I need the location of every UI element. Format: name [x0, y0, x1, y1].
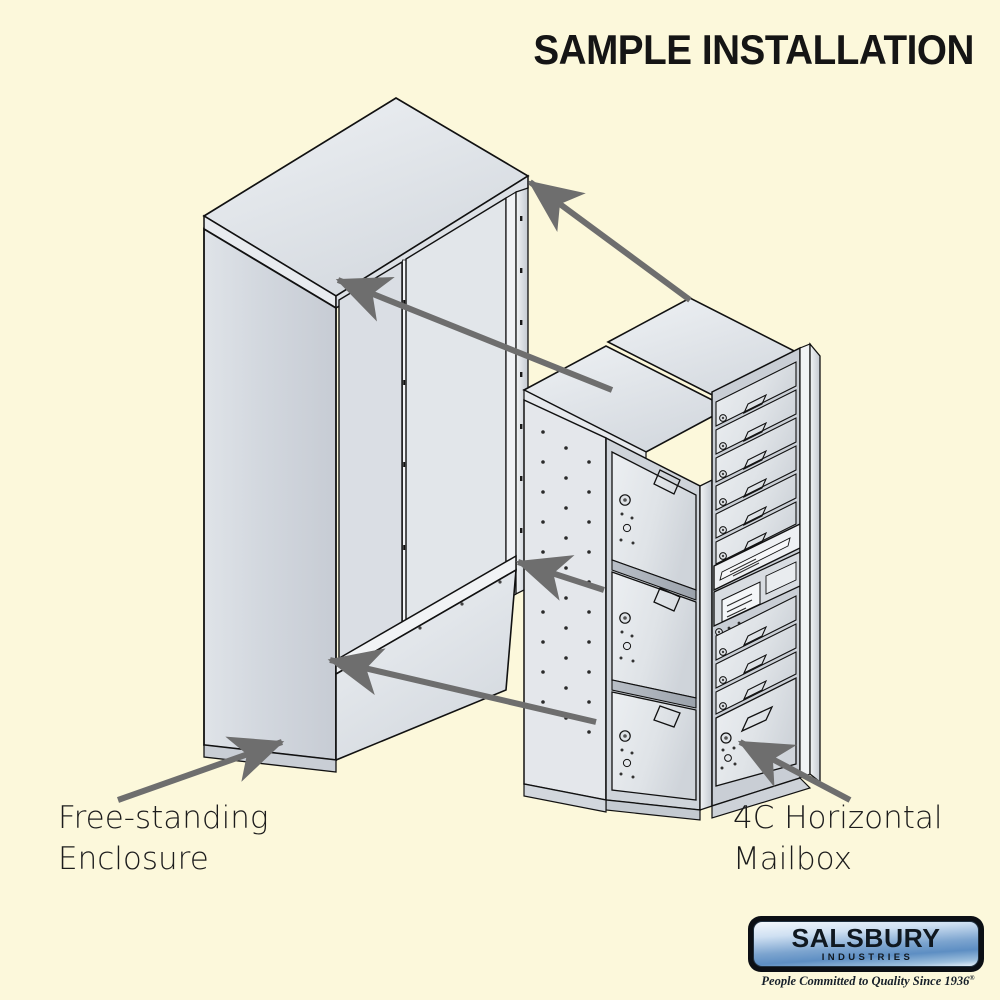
lock-icon[interactable] [721, 704, 725, 708]
tenant-door[interactable] [715, 473, 797, 539]
arrow-to-enclosure-shelf-left [327, 648, 597, 725]
mailbox-base-rail [711, 777, 812, 819]
lock-icon[interactable] [721, 444, 725, 448]
lock-icon[interactable] [721, 500, 725, 504]
tenant-door[interactable] [715, 651, 797, 715]
tenant-door[interactable] [715, 445, 797, 511]
mailbox-parcel-column [605, 436, 701, 811]
page-title: SAMPLE INSTALLATION [533, 26, 974, 73]
arrow-to-enclosure-shelf-right [515, 555, 605, 601]
arrow-to-enclosure-body [116, 736, 285, 803]
logo-tagline: People Committed to Quality Since 1936® [752, 974, 984, 989]
tenant-door[interactable] [715, 361, 797, 427]
label-window-icon [742, 505, 768, 527]
tenant-door[interactable] [715, 389, 797, 455]
mailbox-side-base [523, 783, 607, 813]
logo-brand-text: SALSBURY [791, 923, 941, 954]
lock-icon[interactable] [721, 528, 725, 532]
label-window-icon [653, 705, 681, 728]
tenant-door-bank-lower [715, 595, 797, 715]
parcel-locker-door-1[interactable] [611, 450, 697, 591]
parcel-locker-door-3[interactable] [611, 691, 697, 801]
lock-icon[interactable] [717, 630, 721, 634]
label-window-icon [742, 393, 768, 415]
arrow-to-enclosure-left-inner-post [335, 276, 614, 393]
door-rail [611, 559, 697, 601]
parcel-locker-door-2[interactable] [611, 571, 697, 699]
lock-assembly-1[interactable] [619, 494, 635, 545]
enclosure-left-panel [203, 227, 337, 762]
lock-assembly-3[interactable] [619, 730, 635, 779]
mailbox-right-trim [799, 342, 821, 784]
lock-icon[interactable] [721, 472, 725, 476]
logo-tagline-text: People Committed to Quality Since 1936 [761, 974, 970, 989]
lock-icon[interactable] [721, 678, 725, 682]
label-window-icon [742, 421, 768, 443]
mailbox-side-panel [523, 398, 607, 801]
label-window-icon [742, 449, 768, 471]
label-window-icon [742, 679, 768, 701]
lock-icon[interactable] [721, 554, 725, 558]
registered-mark: ® [969, 974, 975, 982]
arrow-to-mailbox-door [737, 739, 852, 803]
tenant-door-bank-upper [715, 361, 797, 565]
tenant-door[interactable] [715, 417, 797, 483]
lock-icon[interactable] [721, 650, 725, 654]
label-window-icon [742, 477, 768, 499]
label-window-icon [653, 587, 681, 612]
caption-free-standing-enclosure: Free-standing Enclosure [58, 800, 269, 878]
mailbox-tenant-column [711, 346, 801, 808]
label-window-icon [742, 625, 768, 647]
free-standing-enclosure [202, 97, 530, 773]
label-window-icon [653, 469, 681, 495]
label-window-icon [742, 653, 768, 675]
secondary-placard [765, 561, 797, 595]
logo-plate: SALSBURY INDUSTRIES [748, 916, 984, 972]
lock-assembly-2[interactable] [619, 612, 635, 663]
caption-4c-horizontal-mailbox: 4C Horizontal Mailbox [733, 800, 943, 878]
logo-badge: SALSBURY INDUSTRIES [753, 921, 979, 967]
name-placard [721, 581, 761, 623]
salsbury-industries-logo: SALSBURY INDUSTRIES People Committed to … [748, 916, 984, 990]
arrow-to-enclosure-top-right-post [528, 179, 692, 303]
lock-assembly-4[interactable] [720, 732, 737, 770]
label-window-icon [740, 705, 774, 733]
callout-arrows [116, 179, 852, 803]
lock-icon[interactable] [721, 416, 725, 420]
mailbox-center-post [699, 478, 713, 811]
tenant-door[interactable] [715, 623, 797, 689]
tenant-door[interactable] [715, 501, 797, 565]
tenant-door[interactable] [715, 595, 797, 661]
4c-horizontal-mailbox [522, 297, 821, 821]
enclosure-inner-back [338, 196, 507, 673]
door-rail [611, 679, 697, 709]
logo-division-text: INDUSTRIES [821, 952, 914, 964]
